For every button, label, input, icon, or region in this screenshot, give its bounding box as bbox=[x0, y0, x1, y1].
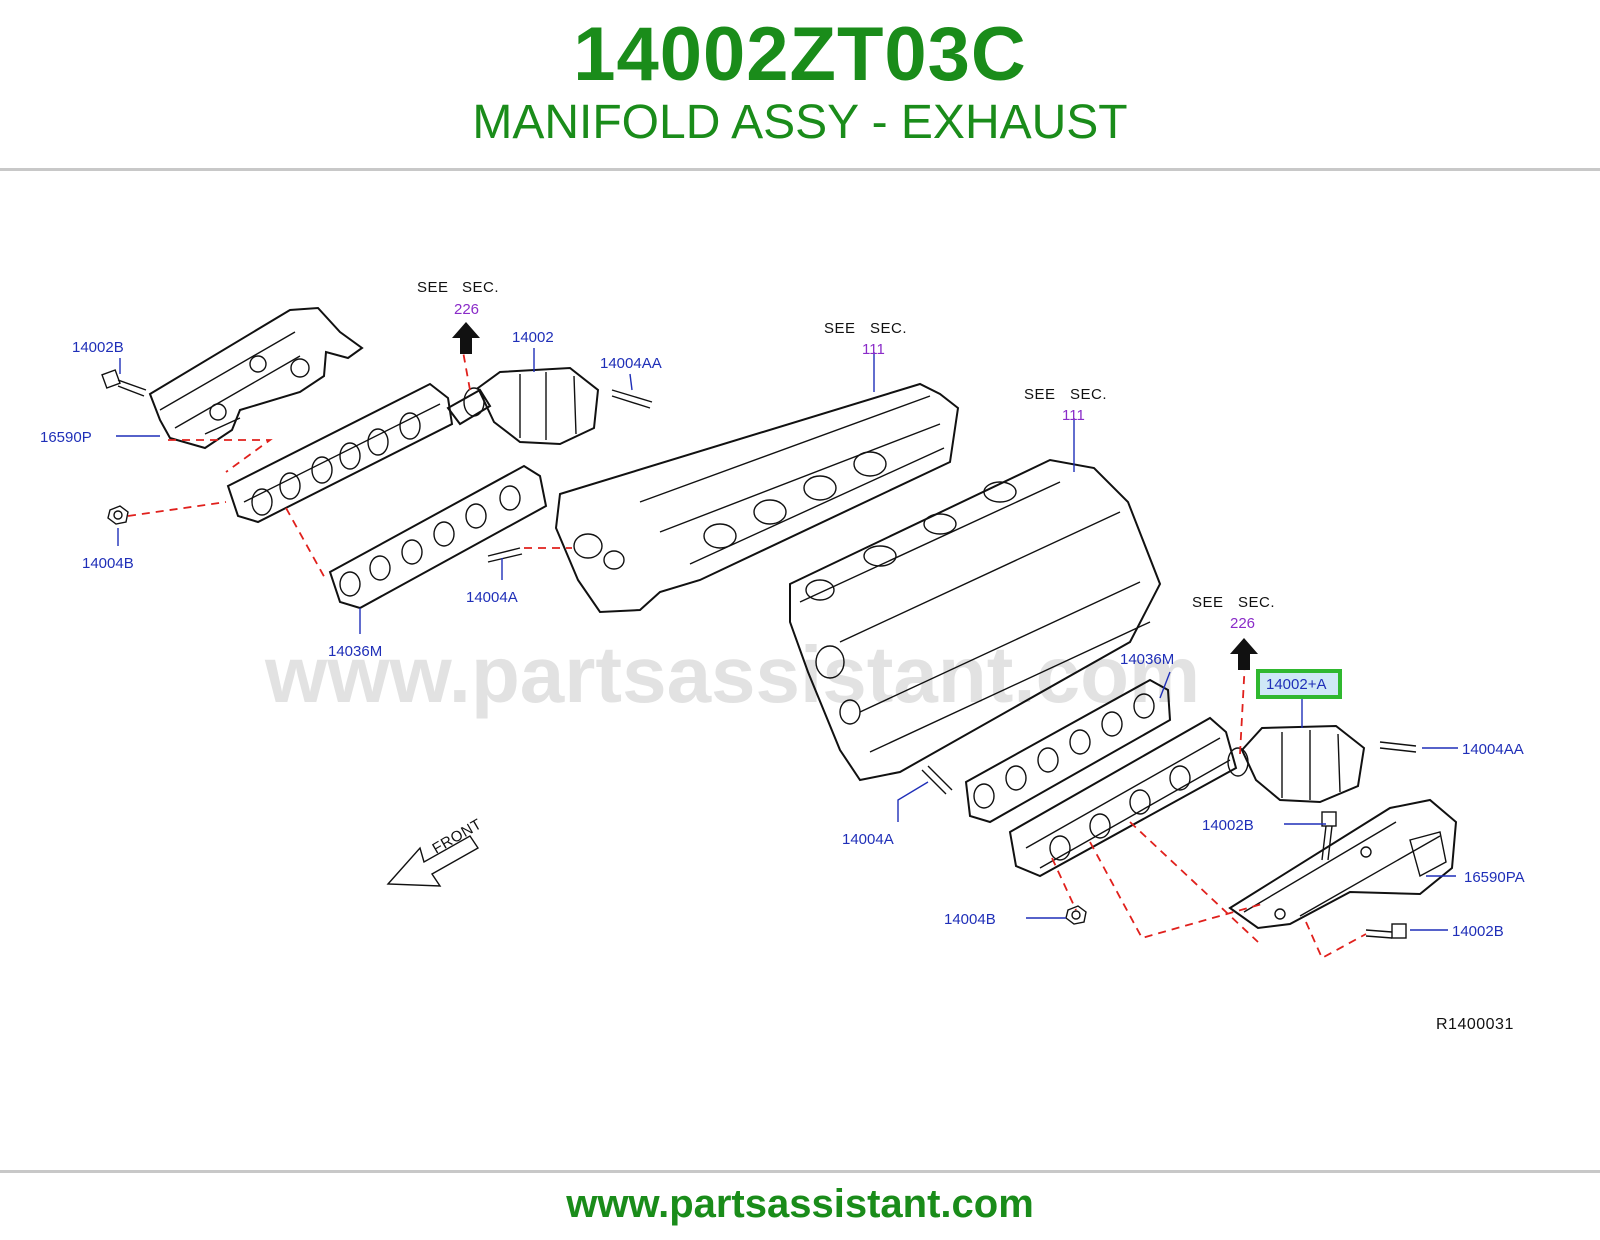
heat-shield-right[interactable] bbox=[1228, 798, 1458, 930]
bolt-14002b-bottom[interactable] bbox=[1365, 923, 1407, 939]
header-divider bbox=[0, 168, 1600, 171]
svg-text:226: 226 bbox=[454, 301, 479, 318]
bolt-14002b-top[interactable] bbox=[101, 369, 147, 397]
exploded-parts-diagram: www.partsassistant.com bbox=[0, 172, 1600, 1170]
nut-14004b-left[interactable] bbox=[107, 505, 129, 525]
cylinder-head-right[interactable] bbox=[789, 458, 1162, 782]
callout-16590pa[interactable]: 16590PA bbox=[1464, 869, 1525, 886]
callout-14004a-left[interactable]: 14004A bbox=[466, 589, 518, 606]
svg-text:111: 111 bbox=[862, 341, 885, 358]
bolt-14002b-mid[interactable] bbox=[1321, 811, 1337, 861]
front-direction-arrow: FRONT bbox=[386, 816, 485, 887]
heat-shield-left[interactable] bbox=[148, 306, 364, 450]
see-sec-arrow-left bbox=[452, 322, 480, 354]
svg-text:SEC.: SEC. bbox=[1238, 594, 1275, 611]
gasket-right[interactable] bbox=[964, 678, 1172, 824]
highlight-box-14002a[interactable] bbox=[1256, 669, 1342, 699]
gasket-left[interactable] bbox=[328, 464, 548, 610]
exhaust-manifold-right[interactable] bbox=[1008, 716, 1238, 878]
diagram-watermark: www.partsassistant.com bbox=[264, 630, 1200, 719]
leader-lines bbox=[116, 348, 1458, 931]
callout-14004a-right[interactable]: 14004A bbox=[842, 831, 894, 848]
callout-14036m-left[interactable]: 14036M bbox=[328, 643, 382, 660]
svg-text:226: 226 bbox=[1230, 615, 1255, 632]
callout-14002b-mid[interactable]: 14002B bbox=[1202, 817, 1254, 834]
callout-14002b-top[interactable]: 14002B bbox=[72, 339, 124, 356]
callout-14004aa-right[interactable]: 14004AA bbox=[1462, 741, 1524, 758]
svg-text:SEC.: SEC. bbox=[462, 279, 499, 296]
see-sec-226-left[interactable]: SEE SEC. 226 bbox=[417, 279, 499, 318]
svg-text:SEE: SEE bbox=[1024, 386, 1056, 403]
see-sec-111-left[interactable]: SEE SEC. 111 bbox=[824, 320, 907, 358]
callout-14004b-right[interactable]: 14004B bbox=[944, 911, 996, 928]
see-sec-226-right[interactable]: SEE SEC. 226 bbox=[1192, 594, 1275, 632]
callout-14004aa-top[interactable]: 14004AA bbox=[600, 355, 662, 372]
part-name-subtitle: MANIFOLD ASSY - EXHAUST bbox=[472, 96, 1128, 149]
front-label: FRONT bbox=[430, 816, 485, 858]
see-sec-arrow-right bbox=[1230, 638, 1258, 670]
assembly-lines bbox=[127, 345, 1367, 960]
diagram-canvas: www.partsassistant.com bbox=[40, 279, 1525, 1033]
svg-text:111: 111 bbox=[1062, 407, 1085, 424]
figure-code: R1400031 bbox=[1436, 1016, 1514, 1033]
callout-14002a-highlight[interactable]: 14002+A bbox=[1266, 676, 1326, 693]
stud-14004a-left[interactable] bbox=[487, 547, 523, 563]
page-header: 14002ZT03C MANIFOLD ASSY - EXHAUST bbox=[0, 0, 1600, 168]
callout-14004b-left[interactable]: 14004B bbox=[82, 555, 134, 572]
svg-text:SEC.: SEC. bbox=[870, 320, 907, 337]
part-number-title: 14002ZT03C bbox=[573, 12, 1027, 97]
svg-text:SEE: SEE bbox=[1192, 594, 1224, 611]
footer-divider bbox=[0, 1170, 1600, 1173]
svg-text:SEE: SEE bbox=[824, 320, 856, 337]
stud-14004aa-right[interactable] bbox=[1379, 741, 1417, 753]
callout-14002-top[interactable]: 14002 bbox=[512, 329, 554, 346]
svg-text:SEC.: SEC. bbox=[1070, 386, 1107, 403]
cylinder-head-left[interactable] bbox=[554, 382, 960, 614]
callout-14002b-bottom[interactable]: 14002B bbox=[1452, 923, 1504, 940]
svg-text:SEE: SEE bbox=[417, 279, 449, 296]
footer-site-link[interactable]: www.partsassistant.com bbox=[566, 1182, 1034, 1226]
see-sec-111-right[interactable]: SEE SEC. 111 bbox=[1024, 386, 1107, 424]
stud-14004aa-top[interactable] bbox=[611, 389, 653, 409]
stud-14004a-right[interactable] bbox=[921, 765, 953, 795]
callout-16590p[interactable]: 16590P bbox=[40, 429, 92, 446]
callout-14036m-right[interactable]: 14036M bbox=[1120, 651, 1174, 668]
exhaust-manifold-left[interactable] bbox=[226, 382, 492, 524]
catalytic-converter-left[interactable] bbox=[463, 366, 600, 446]
catalytic-converter-right[interactable] bbox=[1227, 724, 1366, 804]
